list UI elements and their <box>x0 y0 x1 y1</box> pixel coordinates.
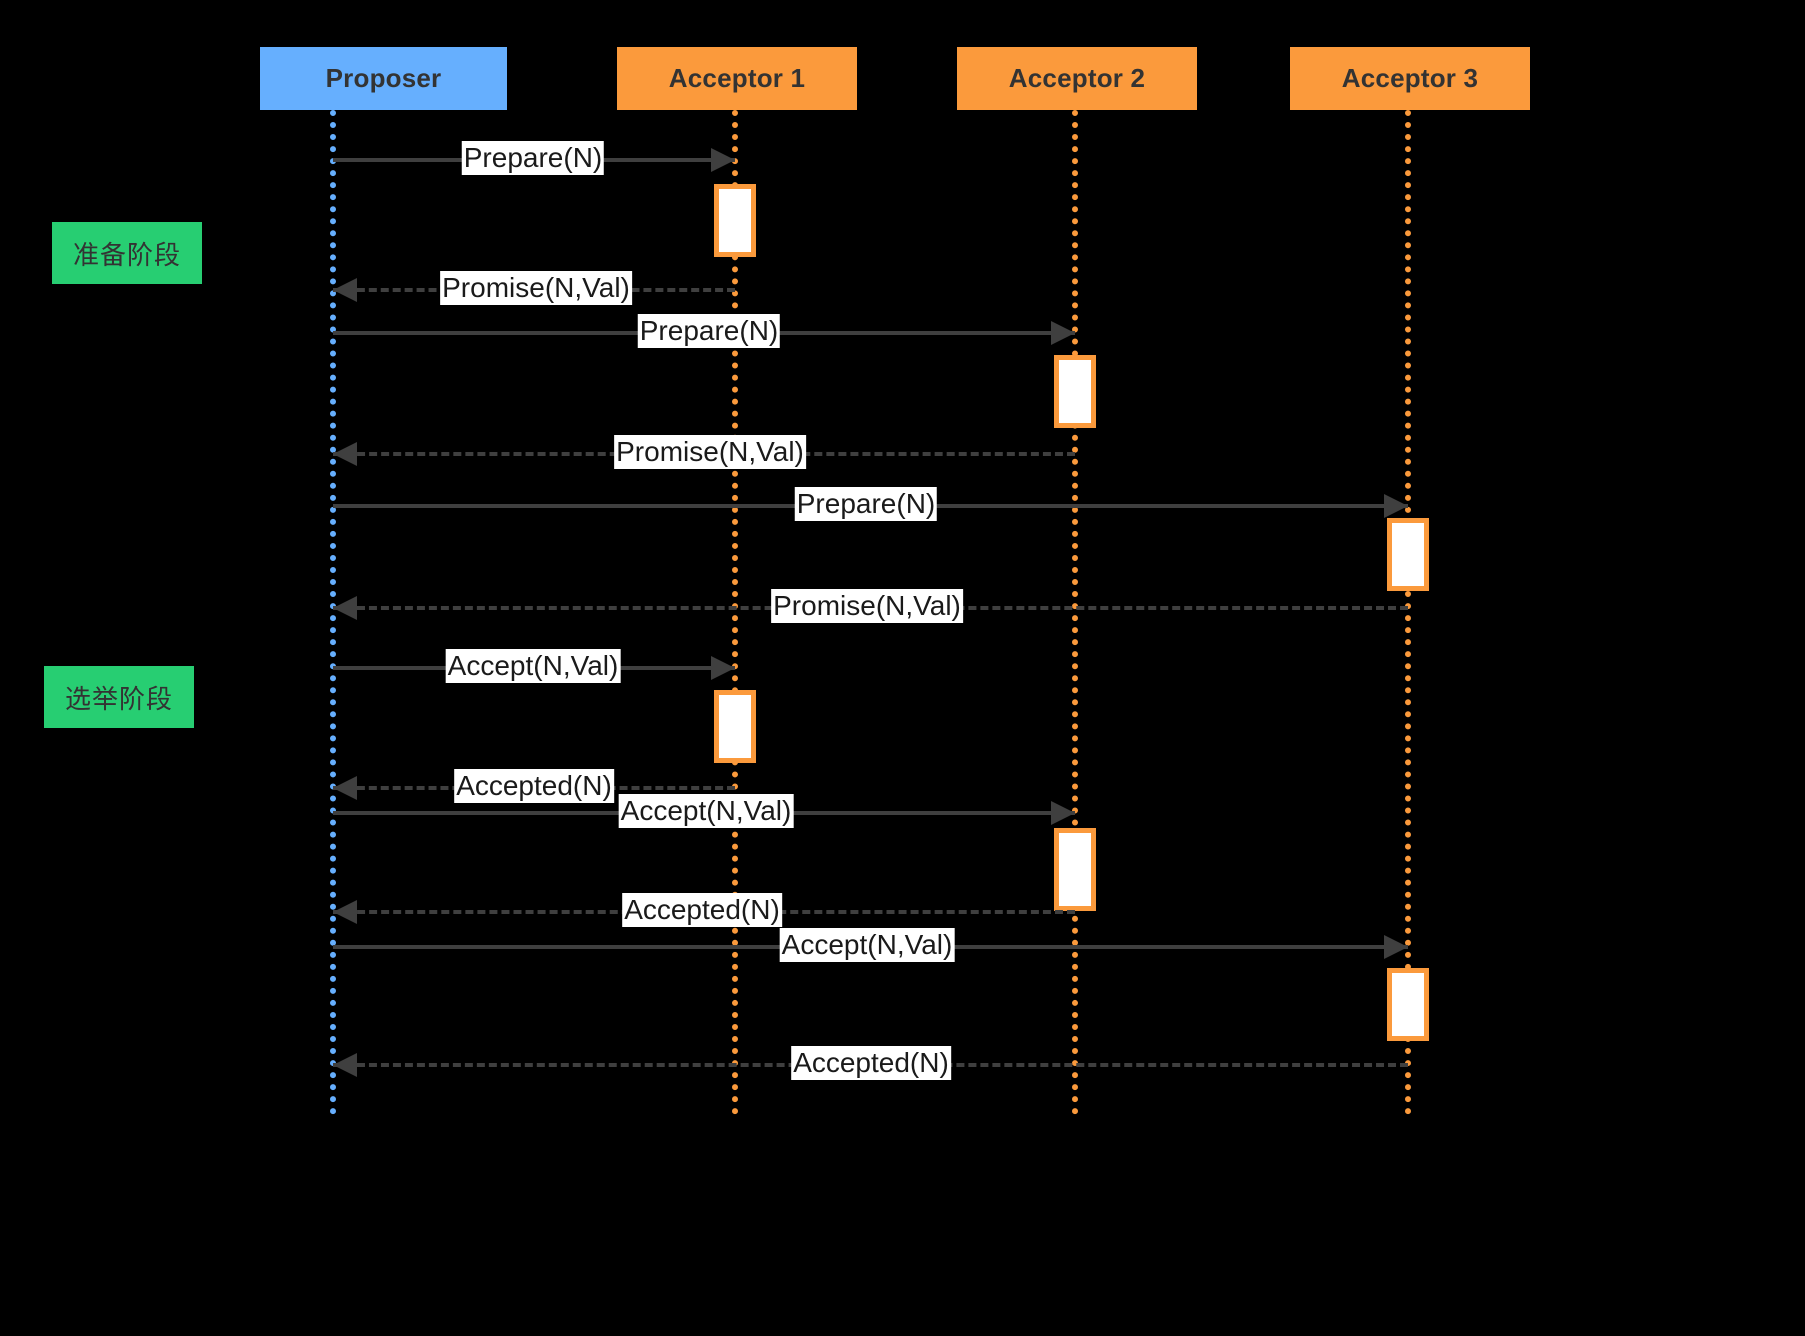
message-label-m12: Accepted(N) <box>791 1046 951 1080</box>
phase-note-election-phase: 选举阶段 <box>44 666 194 728</box>
arrowhead-m4 <box>333 442 357 466</box>
arrowhead-m2 <box>333 278 357 302</box>
message-label-m3: Prepare(N) <box>637 314 781 348</box>
phase-note-label: 准备阶段 <box>72 239 181 270</box>
activation-bar-acceptor2 <box>1054 355 1096 428</box>
participant-acceptor2[interactable]: Acceptor 2 <box>957 47 1197 110</box>
phase-note-prepare-phase: 准备阶段 <box>52 222 202 284</box>
arrowhead-m12 <box>333 1053 357 1077</box>
message-label-m9: Accept(N,Val) <box>618 794 794 828</box>
participant-acceptor3[interactable]: Acceptor 3 <box>1290 47 1530 110</box>
activation-bar-acceptor2 <box>1054 828 1096 911</box>
phase-note-label: 选举阶段 <box>64 683 173 714</box>
activation-bar-acceptor3 <box>1387 518 1429 591</box>
arrowhead-m10 <box>333 900 357 924</box>
arrowhead-m1 <box>711 148 735 172</box>
participant-label: Proposer <box>325 63 442 93</box>
participant-acceptor1[interactable]: Acceptor 1 <box>617 47 857 110</box>
lifeline-acceptor2 <box>1072 110 1078 1115</box>
arrowhead-m6 <box>333 596 357 620</box>
arrowhead-m7 <box>711 656 735 680</box>
message-label-m8: Accepted(N) <box>454 769 614 803</box>
message-label-m7: Accept(N,Val) <box>445 649 621 683</box>
arrowhead-m3 <box>1051 321 1075 345</box>
arrowhead-m8 <box>333 776 357 800</box>
message-label-m11: Accept(N,Val) <box>779 928 955 962</box>
participant-label: Acceptor 3 <box>1341 63 1479 93</box>
activation-bar-acceptor3 <box>1387 968 1429 1041</box>
arrowhead-m11 <box>1384 935 1408 959</box>
activation-bar-acceptor1 <box>714 690 756 763</box>
participant-proposer[interactable]: Proposer <box>260 47 507 110</box>
message-label-m10: Accepted(N) <box>622 893 782 927</box>
participant-label: Acceptor 2 <box>1008 63 1146 93</box>
message-label-m6: Promise(N,Val) <box>771 589 963 623</box>
message-label-m4: Promise(N,Val) <box>614 435 806 469</box>
lifeline-acceptor3 <box>1405 110 1411 1115</box>
arrowhead-m9 <box>1051 801 1075 825</box>
message-label-m5: Prepare(N) <box>794 487 938 521</box>
arrowhead-m5 <box>1384 494 1408 518</box>
message-label-m1: Prepare(N) <box>461 141 605 175</box>
message-label-m2: Promise(N,Val) <box>440 271 632 305</box>
participant-label: Acceptor 1 <box>668 63 806 93</box>
lifeline-acceptor1 <box>732 110 738 1115</box>
activation-bar-acceptor1 <box>714 184 756 257</box>
